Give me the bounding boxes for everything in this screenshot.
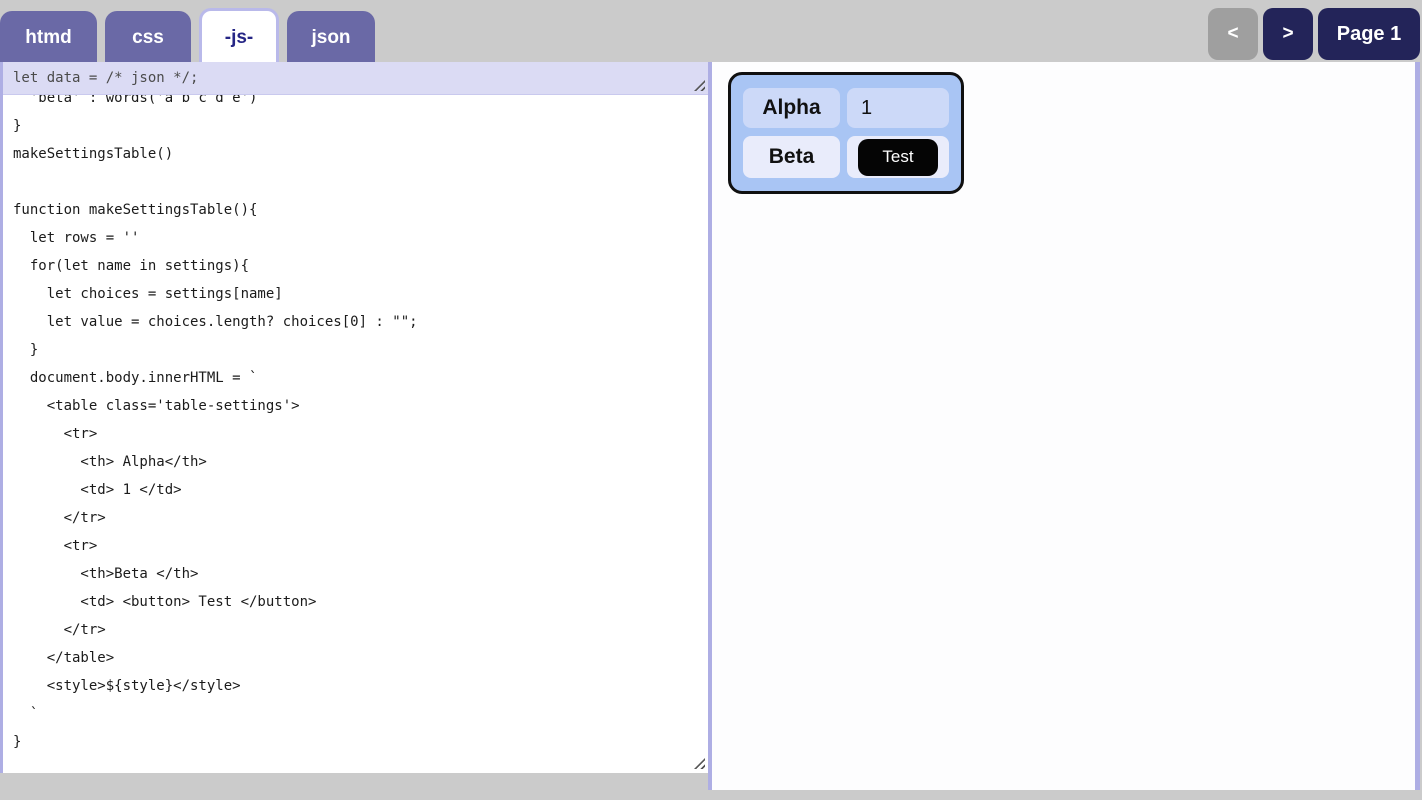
code-text: 'beta' : words('a b c d e') } makeSettin… <box>13 95 418 750</box>
test-button[interactable]: Test <box>858 138 938 176</box>
preview-pane: Alpha 1 Beta Test <box>708 62 1420 790</box>
setting-name-cell-alpha: Alpha <box>743 88 840 128</box>
settings-table: Alpha 1 Beta Test <box>728 72 964 194</box>
resize-grip-icon[interactable] <box>694 758 705 769</box>
top-bar: htmd css -js- json < > Page 1 <box>0 0 1422 65</box>
setting-name-cell-beta: Beta <box>743 136 840 178</box>
data-declaration-field[interactable]: let data = /* json */; <box>3 62 708 95</box>
editor-pane: let data = /* json */; 'beta' : words('a… <box>0 62 708 773</box>
data-declaration-text: let data = /* json */; <box>13 70 199 86</box>
page-indicator-button[interactable]: Page 1 <box>1318 8 1420 60</box>
page-navigation: < > Page 1 <box>1208 8 1420 60</box>
code-editor-textarea[interactable]: 'beta' : words('a b c d e') } makeSettin… <box>3 95 708 772</box>
editor-tabs: htmd css -js- json <box>0 8 375 65</box>
resize-grip-icon[interactable] <box>694 80 705 91</box>
prev-page-button[interactable]: < <box>1208 8 1258 60</box>
tab-css[interactable]: css <box>105 11 191 65</box>
setting-value-cell-alpha: 1 <box>847 88 949 128</box>
tab-htmd[interactable]: htmd <box>0 11 97 65</box>
setting-value-cell-beta: Test <box>847 136 949 178</box>
next-page-button[interactable]: > <box>1263 8 1313 60</box>
tab-json[interactable]: json <box>287 11 375 65</box>
tab-js[interactable]: -js- <box>199 8 279 65</box>
